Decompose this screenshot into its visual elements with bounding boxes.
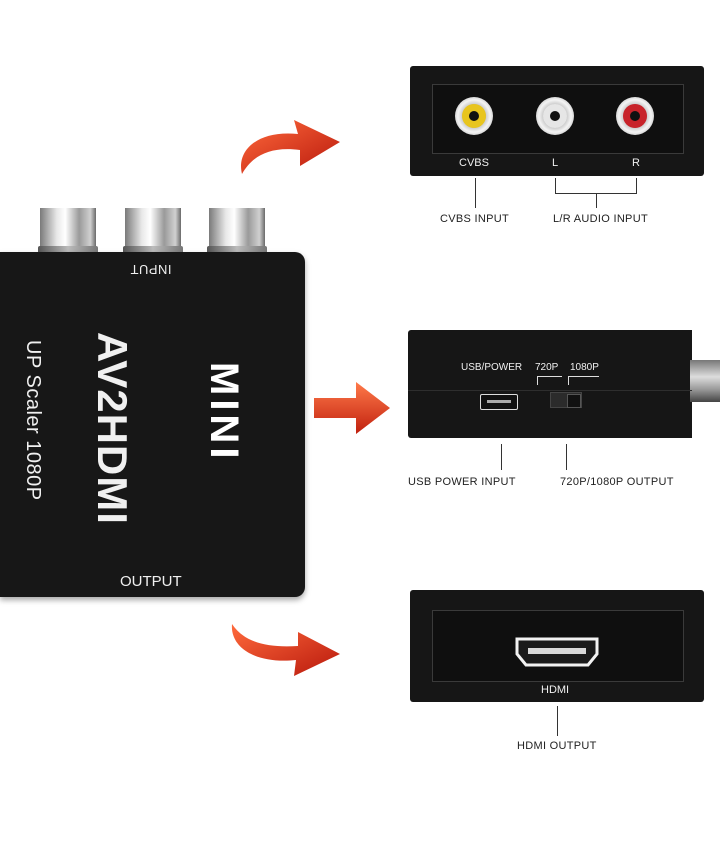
usb-port — [480, 394, 518, 410]
side-panel — [408, 330, 692, 438]
audio-right-label: R — [632, 157, 640, 169]
resolution-switch — [550, 392, 582, 408]
audio-right-jack — [616, 97, 654, 135]
device-body — [0, 252, 305, 597]
device-mini-label: MINI — [202, 362, 246, 463]
audio-input-caption: L/R AUDIO INPUT — [553, 213, 648, 225]
hdmi-label: HDMI — [541, 684, 570, 696]
arrow-bottom-icon — [231, 624, 340, 676]
hdmi-callout-line — [557, 706, 558, 736]
rca-connector-2 — [123, 208, 183, 256]
cvbs-label: CVBS — [459, 157, 489, 169]
hdmi-output-caption: HDMI OUTPUT — [517, 740, 597, 752]
audio-callout-left — [555, 178, 556, 193]
res-bracket — [537, 376, 562, 385]
res-1080-label: 1080P — [570, 362, 599, 373]
side-cable — [690, 360, 720, 402]
usb-power-label: USB/POWER — [461, 362, 523, 373]
output-panel — [410, 590, 704, 702]
audio-left-jack — [536, 97, 574, 135]
res-callout-line — [566, 444, 567, 470]
cvbs-input-caption: CVBS INPUT — [440, 213, 510, 225]
rca-connector-1 — [38, 208, 98, 256]
audio-callout-right — [636, 178, 637, 193]
res-bracket-2 — [568, 376, 599, 385]
hdmi-port-icon — [515, 637, 599, 667]
device-model-label: AV2HDMI — [89, 332, 136, 525]
arrow-top-icon — [241, 120, 340, 174]
cvbs-jack — [455, 97, 493, 135]
rca-connector-3 — [207, 208, 267, 256]
audio-left-label: L — [552, 157, 559, 169]
audio-callout-stem — [596, 193, 597, 208]
res-720-label: 720P — [535, 362, 559, 373]
side-panel-edge — [408, 390, 692, 391]
device-scaler-label: UP Scaler 1080P — [22, 340, 44, 501]
device-output-label: OUTPUT — [120, 573, 182, 590]
device-input-label: INPUT — [130, 262, 172, 277]
res-output-caption: 720P/1080P OUTPUT — [560, 476, 674, 488]
usb-callout-line — [501, 444, 502, 470]
cvbs-callout-line — [475, 178, 476, 208]
usb-power-caption: USB POWER INPUT — [408, 476, 516, 488]
arrow-middle-icon — [314, 382, 390, 434]
